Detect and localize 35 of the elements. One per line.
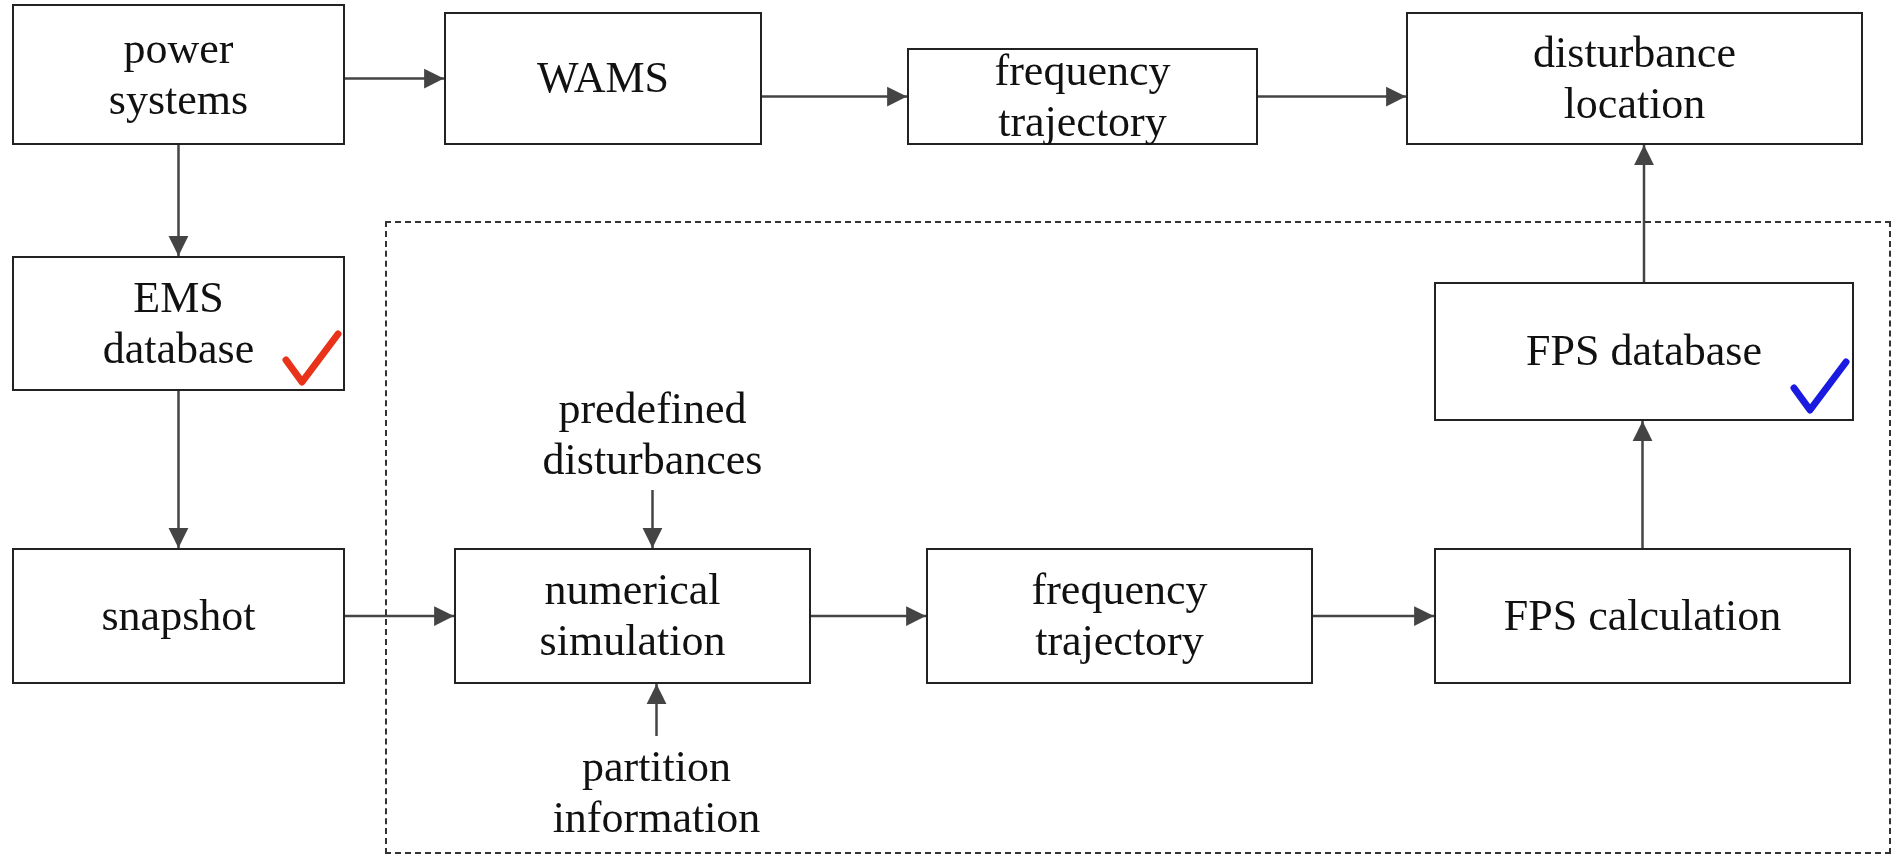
- process-box: [907, 48, 1258, 145]
- arrow: [811, 606, 926, 626]
- process-box: [454, 548, 811, 684]
- arrow: [168, 145, 189, 256]
- process-box: [12, 548, 345, 684]
- box-label: snapshot: [101, 590, 256, 642]
- annotation-text: predefined disturbances: [541, 384, 764, 486]
- process-box: [1406, 12, 1863, 145]
- arrow: [1632, 421, 1653, 548]
- box-label: disturbance location: [1532, 27, 1737, 130]
- box-label: FPS database: [1526, 326, 1762, 377]
- box-label: FPS calculation: [1503, 590, 1782, 642]
- box-label: power systems: [107, 23, 250, 126]
- process-box: [926, 548, 1313, 684]
- box-label: frequency trajectory: [993, 45, 1172, 148]
- dashed-region: [385, 221, 1891, 854]
- box-label: WAMS: [537, 53, 669, 104]
- process-box: [12, 4, 345, 145]
- process-box: [12, 256, 345, 391]
- process-box: [1434, 548, 1851, 684]
- arrow: [646, 684, 667, 736]
- arrow: [1634, 145, 1654, 282]
- arrow: [345, 68, 444, 89]
- box-label: frequency trajectory: [1030, 565, 1209, 667]
- process-box: [1434, 282, 1854, 421]
- arrow: [762, 86, 907, 107]
- arrow: [1258, 86, 1406, 107]
- arrow: [642, 490, 663, 548]
- arrow: [168, 391, 189, 548]
- box-label: numerical simulation: [538, 565, 727, 667]
- process-box: [444, 12, 762, 145]
- arrow: [345, 606, 454, 626]
- box-label: EMS database: [101, 272, 256, 375]
- annotation-text: partition information: [551, 742, 762, 844]
- arrow: [1313, 606, 1434, 626]
